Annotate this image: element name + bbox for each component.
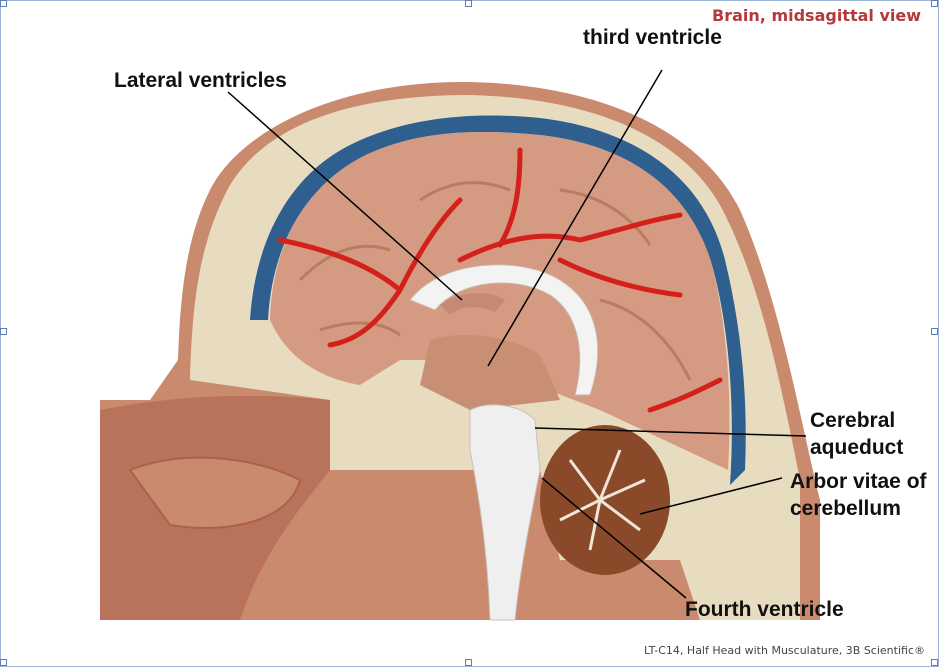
arbor-vitae (559, 449, 646, 551)
diencephalon (420, 335, 560, 410)
cerebellum (540, 425, 670, 575)
label-lateral-ventricles: Lateral ventricles (114, 69, 287, 92)
leader-cerebral-aqueduct (534, 427, 807, 437)
label-arbor-vitae-2: cerebellum (790, 497, 901, 520)
label-fourth-ventricle: Fourth ventricle (685, 598, 844, 621)
diagram-title: Brain, midsagittal view (712, 6, 921, 25)
leader-arbor-vitae (639, 477, 783, 515)
cerebral-arteries (277, 147, 723, 413)
label-cerebral-aqueduct-1: Cerebral (810, 409, 896, 432)
image-credit: LT-C14, Half Head with Musculature, 3B S… (643, 644, 925, 657)
resize-handle-top-center[interactable] (465, 0, 472, 7)
resize-handle-middle-left[interactable] (0, 328, 7, 335)
label-arbor-vitae-1: Arbor vitae of (790, 470, 927, 493)
lateral-ventricle (440, 293, 505, 315)
corpus-callosum (409, 264, 599, 396)
resize-handle-bottom-right[interactable] (931, 659, 938, 666)
leader-lateral-ventricles (227, 91, 463, 301)
label-cerebral-aqueduct-2: aqueduct (810, 436, 904, 459)
brainstem (469, 404, 541, 621)
resize-handle-bottom-left[interactable] (0, 659, 7, 666)
label-third-ventricle: third ventricle (583, 26, 722, 49)
tongue (128, 456, 302, 529)
resize-handle-top-left[interactable] (0, 0, 7, 7)
resize-handle-middle-right[interactable] (931, 328, 938, 335)
leader-fourth-ventricle (541, 477, 687, 599)
leader-third-ventricle (487, 69, 663, 367)
resize-handle-top-right[interactable] (931, 0, 938, 7)
resize-handle-bottom-center[interactable] (465, 659, 472, 666)
